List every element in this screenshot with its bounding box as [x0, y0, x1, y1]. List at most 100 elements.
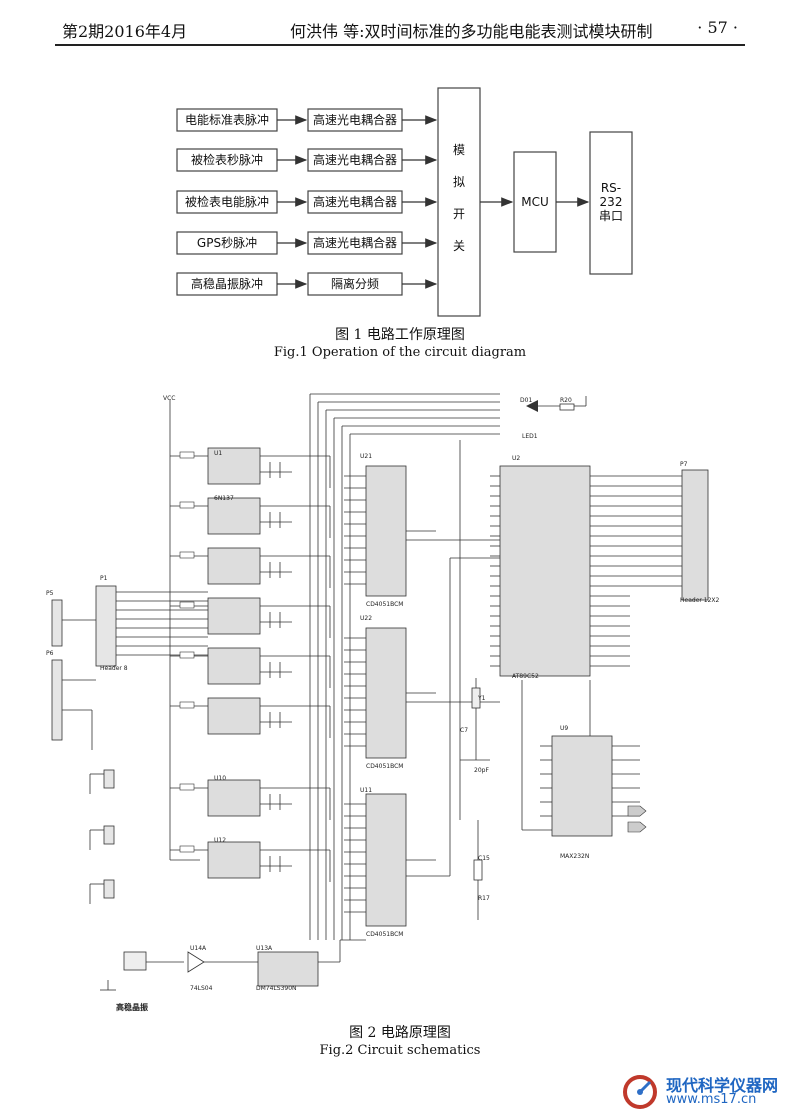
fig1-coupler-label: 隔离分频: [331, 276, 379, 291]
fig1-input-label: 被检表电能脉冲: [185, 194, 269, 209]
running-title: 何洪伟 等:双时间标准的多功能电能表测试模块研制: [290, 22, 653, 41]
crystal-y1: [471, 687, 481, 709]
serial-line-2: 232: [600, 195, 623, 209]
small-header: [103, 879, 115, 899]
fig2-caption: 图 2 电路原理图 Fig.2 Circuit schematics: [0, 1024, 800, 1060]
resistor: [179, 601, 195, 609]
u2-label: U2: [512, 455, 520, 462]
fig1-block-diagram: 电能标准表脉冲高速光电耦合器被检表秒脉冲高速光电耦合器被检表电能脉冲高速光电耦合…: [176, 87, 633, 317]
u13a-label: U13A: [256, 945, 273, 952]
issue-info: 第2期2016年4月: [62, 22, 188, 41]
txd-port: [627, 821, 647, 833]
u22-label: U22: [360, 615, 372, 622]
r17-label: R17: [478, 895, 490, 902]
max232-chip: [551, 735, 613, 837]
u14a-label: U14A: [190, 945, 207, 952]
switch-char-3: 开: [453, 207, 465, 221]
u21-label: U21: [360, 453, 372, 460]
serial-line-1: RS-: [601, 181, 621, 195]
fig1-coupler-label: 高速光电耦合器: [313, 194, 397, 209]
header8-label: Header 8: [100, 665, 128, 672]
resistor: [179, 451, 195, 459]
rs232-block: RS- 232 串口: [589, 131, 633, 275]
cd4051-1-label: CD4051BCM: [366, 601, 403, 608]
header-rule: [55, 44, 745, 46]
cd4051-mux: [365, 793, 407, 927]
resistor: [179, 501, 195, 509]
resistor: [179, 845, 195, 853]
header-p1: [95, 585, 117, 667]
optocoupler-chip: [207, 647, 261, 685]
inverter-74ls04: [187, 951, 205, 973]
header12x2-label: Header 12X2: [680, 597, 719, 604]
resistor: [179, 701, 195, 709]
ls04-label: 74LS04: [190, 985, 213, 992]
switch-char-4: 关: [453, 239, 465, 253]
p6-label: P6: [46, 650, 54, 657]
small-header: [103, 769, 115, 789]
u1-label: U1: [214, 450, 222, 457]
counter-74ls390: [257, 951, 319, 987]
fig1-caption-cn: 图 1 电路工作原理图: [335, 327, 465, 343]
fig1-input-label: GPS秒脉冲: [197, 235, 257, 250]
mcu-block: MCU: [513, 151, 557, 253]
r20-label: R20: [560, 397, 572, 404]
led-label: LED1: [522, 433, 538, 440]
fig1-input-label: 被检表秒脉冲: [191, 152, 263, 167]
u10-label: U10: [214, 775, 226, 782]
page-number: · 57 ·: [697, 18, 738, 37]
y1-label: Y1: [477, 695, 486, 702]
cap20pf-label: 20pF: [474, 767, 489, 774]
u11-label: U11: [360, 787, 372, 794]
fig1-input-label: 高稳晶振脉冲: [191, 276, 263, 291]
optocoupler-chip: [207, 597, 261, 635]
fig1-coupler-label: 高速光电耦合器: [313, 235, 397, 250]
fig1-coupler-label: 高速光电耦合器: [313, 152, 397, 167]
switch-char-1: 模: [453, 143, 465, 157]
optocoupler-chip: [207, 841, 261, 879]
c7-label: C7: [460, 727, 468, 734]
optocoupler-chip: [207, 497, 261, 535]
optocoupler-chip: [207, 779, 261, 817]
c15-label: C15: [478, 855, 490, 862]
osc-label: 高稳晶振: [116, 1002, 148, 1012]
hex6n137-label: 6N137: [214, 495, 234, 502]
fig1-caption: 图 1 电路工作原理图 Fig.1 Operation of the circu…: [0, 326, 800, 362]
optocoupler-chip: [207, 697, 261, 735]
cd4051-2-label: CD4051BCM: [366, 763, 403, 770]
watermark-title: 现代科学仪器网: [666, 1076, 779, 1095]
optocoupler-chip: [207, 447, 261, 485]
cd4051-mux: [365, 627, 407, 759]
fig2-caption-en: Fig.2 Circuit schematics: [319, 1043, 481, 1058]
crystal-oscillator: [123, 951, 147, 971]
watermark-url: www.ms17.cn: [666, 1092, 757, 1107]
mcu-part-label: AT89C52: [512, 673, 539, 680]
ls390-label: DM74LS390N: [256, 985, 297, 992]
cd4051-mux: [365, 465, 407, 597]
analog-switch-block: 模 拟 开 关: [437, 87, 481, 317]
u9-label: U9: [560, 725, 568, 732]
rxd-port: [627, 805, 647, 817]
fig1-input-label: 电能标准表脉冲: [185, 112, 269, 127]
fig1-coupler-label: 高速光电耦合器: [313, 112, 397, 127]
fig2-circuit-schematic: VCC U1 U10 U12 6N137 U21 U22 U11 CD4051B…: [46, 393, 719, 1012]
p1-label: P1: [100, 575, 108, 582]
optocoupler-chip: [207, 547, 261, 585]
mcu-chip: [499, 465, 591, 677]
fig2-caption-cn: 图 2 电路原理图: [349, 1025, 451, 1041]
p5-label: P5: [46, 590, 54, 597]
header-p5: [51, 599, 63, 647]
resistor: [179, 651, 195, 659]
watermark-logo: 现代科学仪器网 www.ms17.cn: [620, 1070, 790, 1110]
serial-line-3: 串口: [599, 209, 623, 223]
resistor: [179, 783, 195, 791]
switch-char-2: 拟: [453, 175, 465, 189]
max232-label: MAX232N: [560, 853, 589, 860]
led-d01: [526, 400, 538, 412]
d01-label: D01: [520, 397, 532, 404]
vcc-top-label: VCC: [163, 395, 175, 402]
page-header: 第2期2016年4月 何洪伟 等:双时间标准的多功能电能表测试模块研制 · 57…: [0, 0, 800, 48]
u12-label: U12: [214, 837, 226, 844]
resistor-r17: [473, 859, 483, 881]
header-12x2: [681, 469, 709, 601]
